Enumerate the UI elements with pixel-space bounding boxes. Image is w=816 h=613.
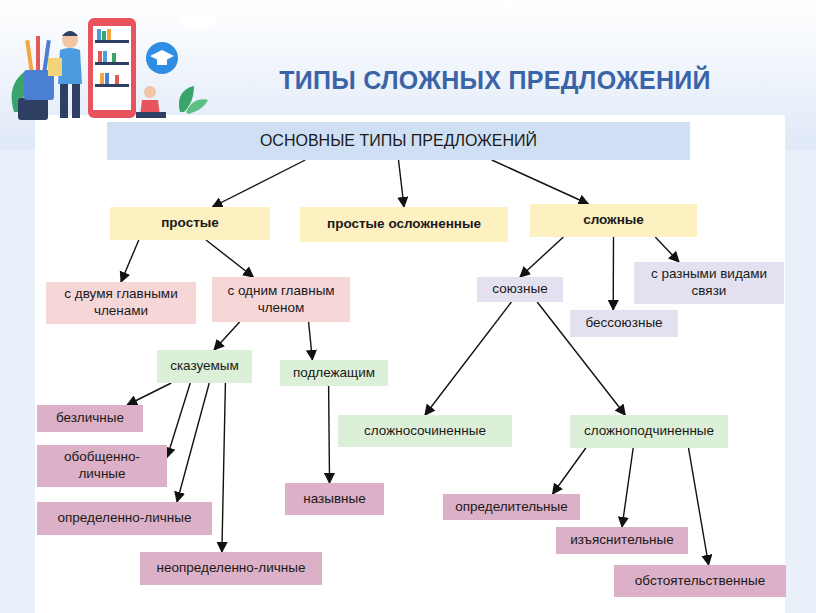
arrow-connector xyxy=(492,160,589,204)
box-label: сложносочиненные xyxy=(364,423,486,440)
arrow-connector xyxy=(553,448,586,494)
member-box: сложносочиненные xyxy=(338,415,512,447)
arrow-connector xyxy=(212,160,305,207)
member-box: подлежащим xyxy=(280,360,388,386)
box-label: союзные xyxy=(492,281,547,298)
arrow-connector xyxy=(222,383,226,552)
box-label: подлежащим xyxy=(293,365,375,382)
box-label: определительные xyxy=(455,499,568,516)
box-label: сложноподчиненные xyxy=(584,423,714,440)
member-box: сказуемым xyxy=(157,350,252,383)
leaf-box: определительные xyxy=(443,494,580,520)
subtype-box: с разными видами связи xyxy=(634,262,784,304)
reading-person xyxy=(136,86,166,118)
category-box: сложные xyxy=(530,204,697,237)
member-box: сложноподчиненные xyxy=(570,415,728,448)
box-label: бессоюзные xyxy=(585,315,662,332)
arrow-connector xyxy=(127,383,171,405)
arrow-connector xyxy=(425,302,511,415)
box-label: назывные xyxy=(303,491,366,508)
arrow-connector xyxy=(309,322,313,360)
page-title: ТИПЫ СЛОЖНЫХ ПРЕДЛОЖЕНИЙ xyxy=(240,66,750,95)
box-label: сложные xyxy=(583,212,644,229)
arrow-connector xyxy=(177,383,209,502)
leaf-box: обстоятельственные xyxy=(614,565,786,597)
box-label: изъяснительные xyxy=(570,532,674,549)
leaf-box: обобщенно-личные xyxy=(37,445,167,487)
graduation-icon xyxy=(146,42,178,74)
leaf-box: неопределенно-личные xyxy=(140,552,322,585)
box-label: сказуемым xyxy=(170,358,239,375)
category-box: простые xyxy=(110,207,270,240)
arrow-connector xyxy=(206,240,253,277)
arrow-connector xyxy=(121,240,139,282)
box-label: простые xyxy=(161,215,219,232)
category-box: простые осложненные xyxy=(300,207,508,242)
arrow-connector xyxy=(328,386,330,483)
box-label: определенно-личные xyxy=(58,510,192,527)
subtype-box: союзные xyxy=(477,277,563,302)
box-label: с разными видами связи xyxy=(642,266,776,300)
box-label: неопределенно-личные xyxy=(157,560,306,577)
box-label: простые осложненные xyxy=(327,216,481,233)
leaf-box: безличные xyxy=(37,405,143,432)
white-panel xyxy=(35,115,785,613)
arrow-connector xyxy=(613,237,615,310)
subtype-box: с одним главным членом xyxy=(212,277,350,322)
subtype-box: с двумя главными членами xyxy=(46,282,196,324)
subtype-box: бессоюзные xyxy=(570,310,678,337)
leaf-box: изъяснительные xyxy=(556,527,688,554)
box-label: безличные xyxy=(56,410,124,427)
cloud-deco xyxy=(180,11,216,29)
arrow-connector xyxy=(214,322,240,350)
arrow-connector xyxy=(689,448,709,565)
phone-bookshelf xyxy=(88,18,136,118)
arrow-connector xyxy=(399,160,405,207)
box-label: обобщенно-личные xyxy=(45,449,159,483)
box-label: обстоятельственные xyxy=(635,573,765,590)
arrow-connector xyxy=(622,448,633,527)
person-figure xyxy=(48,31,82,118)
box-label: с одним главным членом xyxy=(220,283,342,317)
arrow-connector xyxy=(520,237,563,277)
root-box: ОСНОВНЫЕ ТИПЫ ПРЕДЛОЖЕНИЙ xyxy=(107,122,690,160)
arrow-connector xyxy=(655,237,679,262)
arrow-connector xyxy=(167,383,190,458)
leaf-box: определенно-личные xyxy=(37,502,212,535)
leaf-box: назывные xyxy=(285,483,384,515)
box-label: с двумя главными членами xyxy=(54,286,188,320)
leaf-icon xyxy=(179,86,208,114)
box-label: ОСНОВНЫЕ ТИПЫ ПРЕДЛОЖЕНИЙ xyxy=(260,131,537,151)
